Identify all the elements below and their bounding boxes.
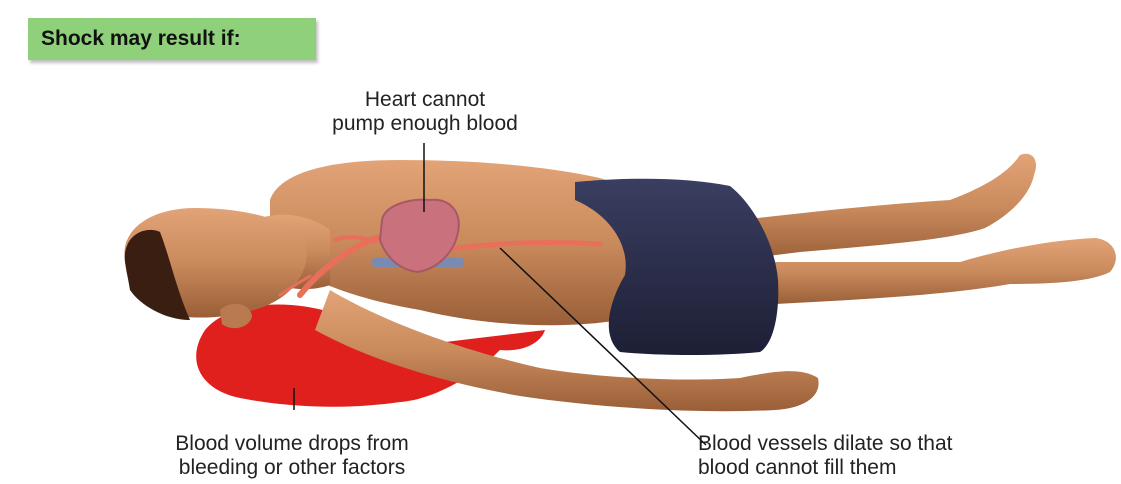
label-heart-line-2: pump enough blood (330, 112, 520, 136)
label-blood-volume-line-1: Blood volume drops from (132, 432, 452, 456)
label-blood-volume-line-2: bleeding or other factors (132, 456, 452, 480)
label-heart: Heart cannot pump enough blood (330, 88, 520, 136)
label-blood-vessels-line-2: blood cannot fill them (698, 456, 1038, 480)
label-blood-vessels-line-1: Blood vessels dilate so that (698, 432, 1038, 456)
label-blood-vessels: Blood vessels dilate so that blood canno… (698, 432, 1038, 480)
label-blood-volume: Blood volume drops from bleeding or othe… (132, 432, 452, 480)
label-heart-line-1: Heart cannot (330, 88, 520, 112)
